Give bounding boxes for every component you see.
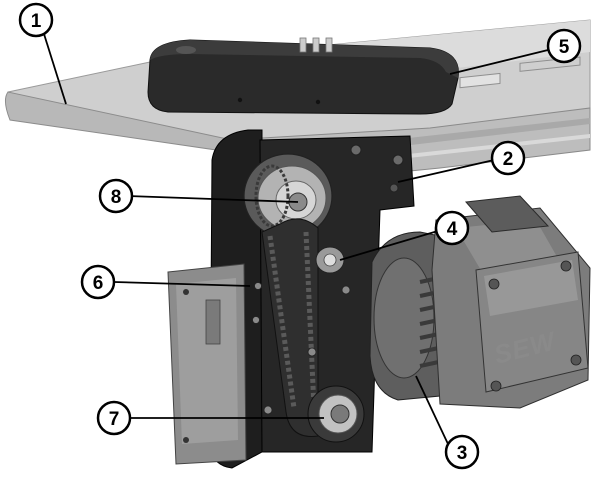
callout-1-label: 1 [31, 11, 42, 32]
gear-housing [167, 263, 247, 465]
callout-7: 7 [96, 400, 132, 436]
callout-5-label: 5 [559, 37, 570, 58]
callout-4-label: 4 [447, 219, 458, 240]
callout-3: 3 [444, 434, 480, 470]
toothed-belt [252, 218, 351, 437]
drive-pulley [307, 385, 365, 443]
top-cover [147, 37, 459, 115]
callout-7-label: 7 [109, 409, 120, 430]
callout-8: 8 [98, 178, 134, 214]
callout-2: 2 [490, 140, 526, 176]
callout-6: 6 [80, 264, 116, 300]
callout-3-label: 3 [457, 443, 468, 464]
callout-1: 1 [18, 2, 54, 38]
callout-4: 4 [434, 210, 470, 246]
callout-6-label: 6 [93, 273, 104, 294]
callout-5: 5 [546, 28, 582, 64]
callout-2-label: 2 [503, 149, 514, 170]
callout-8-label: 8 [111, 187, 122, 208]
motor [369, 195, 591, 409]
leader-lines [43, 33, 549, 445]
tension-pulley [315, 246, 345, 274]
